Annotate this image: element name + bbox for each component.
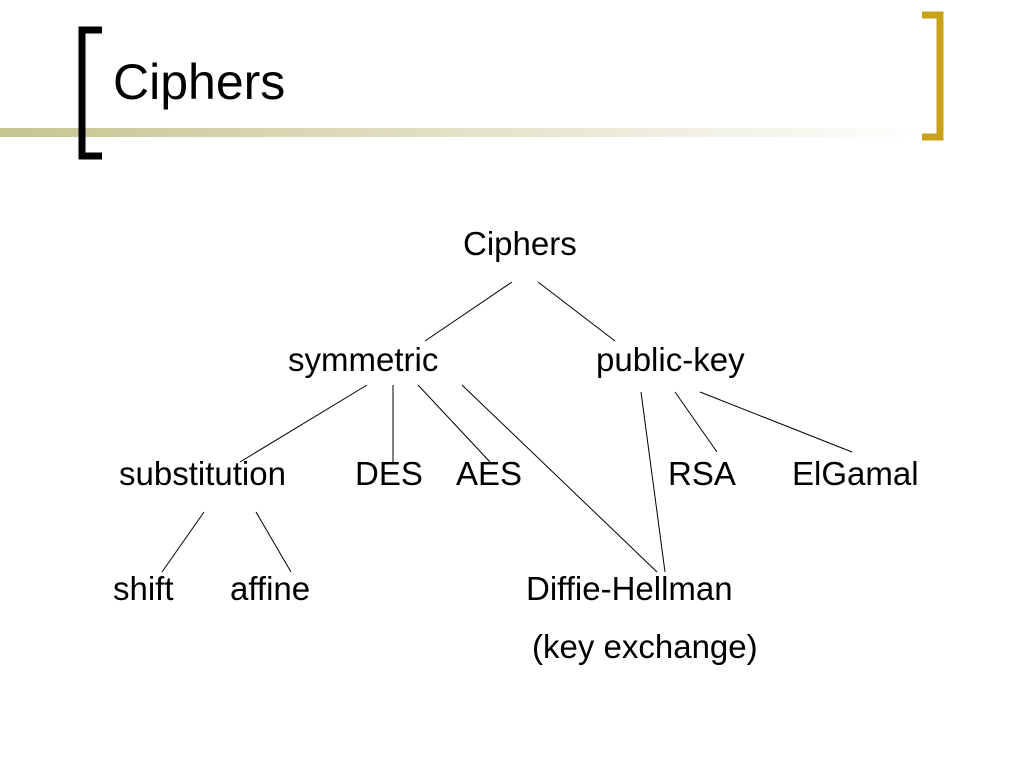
edge-symmetric-aes xyxy=(417,384,491,463)
edge-public-key-diffie-hellman xyxy=(640,391,666,573)
node-shift: shift xyxy=(113,570,174,607)
node-substitution: substitution xyxy=(119,455,286,492)
edge-symmetric-diffie-hellman xyxy=(461,384,658,573)
slide-title: Ciphers xyxy=(113,54,286,110)
edge-public-key-rsa xyxy=(674,391,718,453)
node-symmetric: symmetric xyxy=(288,341,439,378)
edge-root-public-key xyxy=(537,281,616,342)
node-diffie-hellman: Diffie-Hellman xyxy=(526,570,733,607)
edge-substitution-affine xyxy=(255,511,292,573)
edge-root-symmetric xyxy=(424,281,513,342)
node-aes: AES xyxy=(456,455,523,492)
right-bracket xyxy=(922,11,944,141)
left-bracket xyxy=(78,26,102,160)
node-root: Ciphers xyxy=(463,225,577,262)
node-public-key: public-key xyxy=(596,341,745,378)
header-rule xyxy=(0,128,930,137)
edge-public-key-elgamal xyxy=(699,391,853,453)
tree-edges xyxy=(161,281,853,573)
node-key-exchange: (key exchange) xyxy=(532,628,758,665)
edge-substitution-shift xyxy=(161,511,205,573)
edge-symmetric-substitution xyxy=(239,384,368,463)
node-elgamal: ElGamal xyxy=(792,455,919,492)
node-affine: affine xyxy=(230,570,311,607)
node-des: DES xyxy=(355,455,423,492)
node-rsa: RSA xyxy=(668,455,736,492)
